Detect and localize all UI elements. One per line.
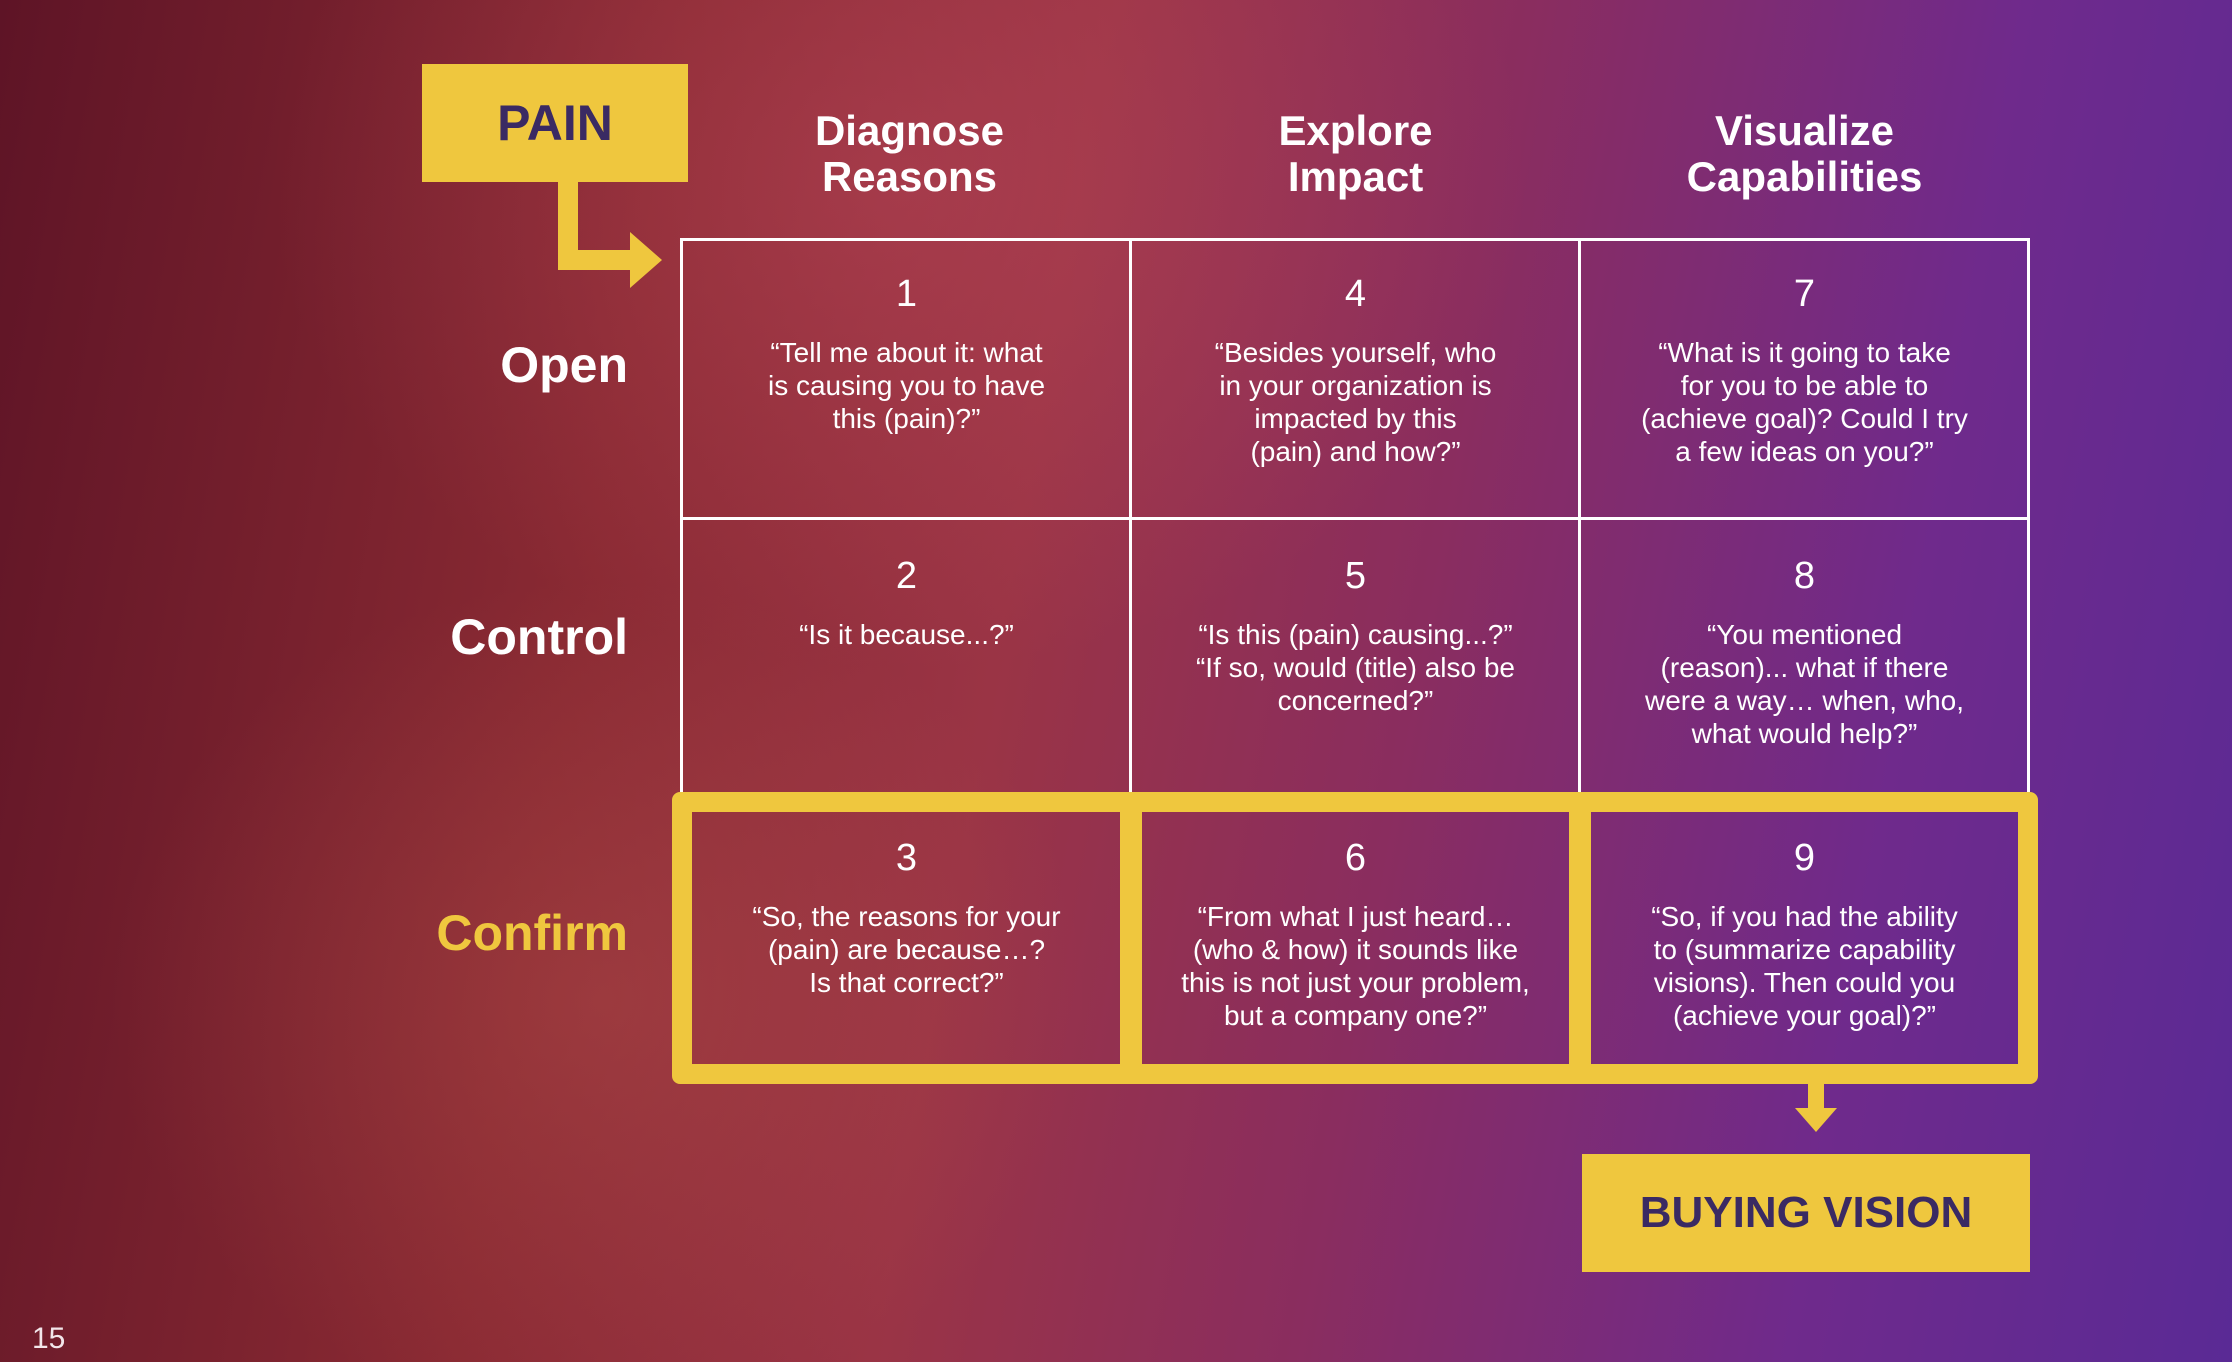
cell-text-line: to (summarize capability [1653, 934, 1956, 965]
cell-5: 5 “Is this (pain) causing...?” “If so, w… [1131, 554, 1580, 717]
cell-text-line: Is that correct?” [809, 967, 1004, 998]
cell-number: 9 [1793, 837, 1816, 879]
cell-text-line: (pain) and how?” [1250, 436, 1461, 467]
column-header-line: Diagnose [814, 107, 1005, 154]
down-arrow-icon [1795, 1082, 1837, 1132]
buying-vision-label: BUYING VISION [1639, 1188, 1973, 1237]
cell-number: 8 [1793, 555, 1816, 597]
cell-number: 7 [1793, 273, 1816, 315]
cell-text-line: this is not just your problem, [1181, 967, 1530, 998]
cell-text-line: impacted by this [1254, 403, 1457, 434]
cell-text-line: “So, the reasons for your [752, 901, 1061, 932]
cell-text: “What is it going to take for you to be … [1580, 336, 2029, 468]
cell-text-line: were a way… when, who, [1644, 685, 1965, 716]
cell-text-line: “Is this (pain) causing...?” [1198, 619, 1513, 650]
cell-text-line: (pain) are because…? [767, 934, 1046, 965]
cell-text-line: (reason)... what if there [1660, 652, 1949, 683]
grid-line-right [2027, 238, 2030, 794]
cell-text-line: “From what I just heard… [1197, 901, 1514, 932]
cell-text: “So, if you had the ability to (summariz… [1580, 900, 2029, 1032]
cell-text-line: (who & how) it sounds like [1192, 934, 1519, 965]
cell-text-line: (achieve your goal)?” [1672, 1000, 1937, 1031]
grid-line-top [680, 238, 2030, 241]
grid-line-left [680, 238, 683, 794]
row-label-control: Control [450, 609, 628, 665]
column-header-line: Reasons [821, 153, 998, 200]
cell-1: 1 “Tell me about it: what is causing you… [682, 272, 1131, 435]
cell-text: “Is it because...?” [682, 618, 1131, 651]
cell-text-line: “You mentioned [1706, 619, 1903, 650]
cell-text: “Besides yourself, who in your organizat… [1131, 336, 1580, 468]
buying-vision-box: BUYING VISION [1582, 1154, 2030, 1272]
cell-text-line: visions). Then could you [1653, 967, 1956, 998]
pain-box: PAIN [422, 64, 688, 182]
cell-number: 6 [1344, 837, 1367, 879]
cell-number: 1 [895, 273, 918, 315]
column-header-line: Explore [1278, 107, 1433, 154]
cell-number: 4 [1344, 273, 1367, 315]
row-label-open: Open [500, 337, 628, 393]
column-header-line: Visualize [1715, 107, 1894, 154]
cell-text-line: in your organization is [1219, 370, 1492, 401]
cell-2: 2 “Is it because...?” [682, 554, 1131, 651]
column-header-diagnose-reasons: Diagnose Reasons [685, 108, 1134, 200]
cell-text: “So, the reasons for your (pain) are bec… [682, 900, 1131, 999]
confirm-row-frame [672, 792, 2038, 1084]
cell-text-line: what would help?” [1691, 718, 1918, 749]
cell-number: 2 [895, 555, 918, 597]
cell-text-line: “If so, would (title) also be [1195, 652, 1516, 683]
cell-text-line: “Besides yourself, who [1214, 337, 1497, 368]
cell-text-line: is causing you to have [767, 370, 1046, 401]
cell-text-line: but a company one?” [1223, 1000, 1488, 1031]
cell-6: 6 “From what I just heard… (who & how) i… [1131, 836, 1580, 1032]
page-number: 15 [32, 1322, 66, 1355]
cell-text-line: this (pain)?” [832, 403, 981, 434]
row-label-confirm: Confirm [436, 905, 628, 961]
grid-line-col2 [1578, 238, 1581, 794]
cell-text-line: “What is it going to take [1658, 337, 1951, 368]
cell-text-line: a few ideas on you?” [1675, 436, 1934, 467]
cell-text-line: “Is it because...?” [799, 619, 1014, 650]
confirm-row-divider-2 [1569, 792, 1591, 1084]
pain-label: PAIN [497, 95, 613, 151]
cell-text-line: (achieve goal)? Could I try [1641, 403, 1968, 434]
cell-text-line: concerned?” [1277, 685, 1434, 716]
column-header-explore-impact: Explore Impact [1131, 108, 1580, 200]
pain-elbow-arrow-icon [558, 180, 662, 288]
column-header-visualize-capabilities: Visualize Capabilities [1580, 108, 2029, 200]
cell-3: 3 “So, the reasons for your (pain) are b… [682, 836, 1131, 999]
cell-text: “Tell me about it: what is causing you t… [682, 336, 1131, 435]
confirm-row-divider-1 [1120, 792, 1142, 1084]
cell-text-line: for you to be able to [1680, 370, 1929, 401]
cell-4: 4 “Besides yourself, who in your organiz… [1131, 272, 1580, 468]
cell-number: 5 [1344, 555, 1367, 597]
cell-text-line: “So, if you had the ability [1651, 901, 1958, 932]
cell-7: 7 “What is it going to take for you to b… [1580, 272, 2029, 468]
cell-text: “From what I just heard… (who & how) it … [1131, 900, 1580, 1032]
cell-text-line: “Tell me about it: what [770, 337, 1043, 368]
cell-text: “You mentioned (reason)... what if there… [1580, 618, 2029, 750]
cell-text: “Is this (pain) causing...?” “If so, wou… [1131, 618, 1580, 717]
cell-8: 8 “You mentioned (reason)... what if the… [1580, 554, 2029, 750]
cell-9: 9 “So, if you had the ability to (summar… [1580, 836, 2029, 1032]
grid-line-middle [680, 517, 2030, 520]
grid-line-col1 [1129, 238, 1132, 794]
column-header-line: Impact [1287, 153, 1424, 200]
cell-number: 3 [895, 837, 918, 879]
column-header-line: Capabilities [1686, 153, 1923, 200]
